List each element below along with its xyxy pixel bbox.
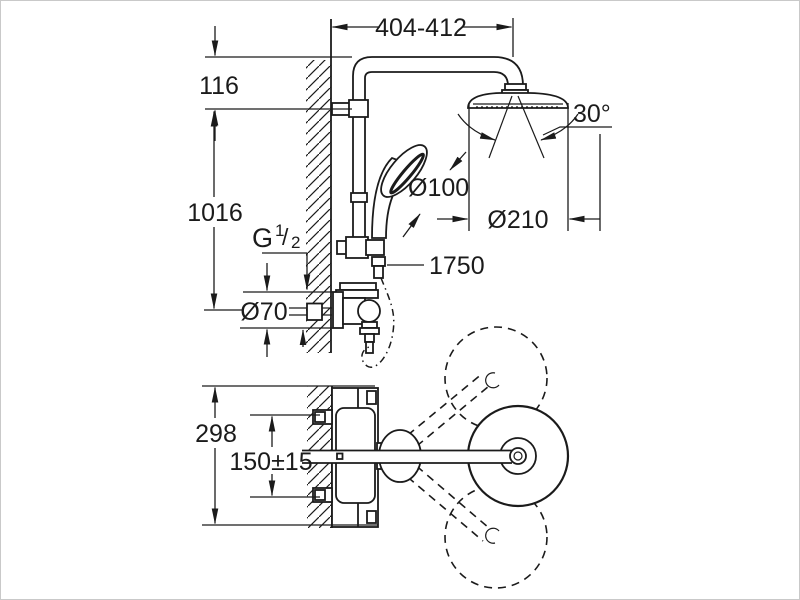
dashed-arm-lower-line-2 bbox=[405, 456, 490, 529]
arm-end-hook-lower bbox=[485, 527, 500, 544]
slider-block bbox=[345, 236, 369, 259]
hand-shower-assembly bbox=[336, 144, 428, 279]
hand-shower-holder bbox=[365, 239, 385, 256]
dim-label-width-range: 404-412 bbox=[375, 14, 467, 42]
thread-leader-line bbox=[262, 252, 311, 291]
diverter-ball bbox=[357, 299, 381, 323]
hose-connector-upper bbox=[371, 256, 386, 267]
dim-escutcheon-diameter: Ø70 bbox=[240, 263, 333, 357]
arm-axis-mark bbox=[336, 452, 344, 460]
dim-label-head-offset: 116 bbox=[199, 72, 239, 100]
dim-head-shower-diameter: Ø210 30° bbox=[437, 100, 612, 234]
spray-cone-left-line bbox=[488, 95, 513, 159]
side-elevation-view: 404-412 116 1016 G 1 / 2 bbox=[187, 14, 612, 368]
spray-cone-right-line bbox=[517, 95, 545, 159]
head-ball-joint-upper bbox=[504, 83, 527, 91]
shower-hose-loop bbox=[361, 277, 395, 368]
dim-riser-height: 1016 bbox=[187, 110, 243, 311]
hose-connector-nipple bbox=[373, 265, 384, 279]
outlet-tail bbox=[365, 341, 374, 354]
dim-label-mixer-height: 298 bbox=[195, 420, 237, 448]
inlet-nut-top bbox=[314, 411, 326, 423]
dim-label-swivel-angle: 30° bbox=[573, 100, 611, 128]
angle-leader-line bbox=[542, 126, 612, 136]
mixer-top-plate bbox=[339, 282, 377, 291]
swivel-arc-arrow-left bbox=[457, 113, 496, 141]
body-detail-bottom bbox=[366, 510, 377, 524]
dim-mixer-height: 298 bbox=[195, 385, 378, 526]
dim-label-inlet-spacing: 150±15 bbox=[229, 448, 312, 476]
arm-end-center bbox=[513, 451, 523, 461]
head-swivel-positions bbox=[396, 326, 548, 589]
dashed-arm-upper-line-1 bbox=[396, 372, 484, 445]
hand-shower-spray-face bbox=[389, 152, 425, 195]
dim-label-head-shower-diameter: Ø210 bbox=[487, 206, 548, 234]
dim-label-riser-height: 1016 bbox=[187, 199, 243, 227]
plan-view: 298 150±15 bbox=[195, 326, 570, 589]
hand-shower-head bbox=[380, 144, 428, 198]
dim-width-range: 404-412 bbox=[331, 14, 514, 57]
inlet-nut-bottom bbox=[314, 489, 326, 501]
dim-label-hand-shower-diameter: Ø100 bbox=[408, 174, 469, 202]
dim-head-offset: 116 bbox=[199, 26, 352, 141]
arm-end-cap bbox=[509, 447, 527, 465]
dim-arrow-lower bbox=[402, 213, 421, 238]
body-detail-top bbox=[366, 390, 377, 405]
dim-arrow-upper bbox=[449, 151, 467, 171]
dashed-position-circle-upper bbox=[444, 326, 548, 430]
swivel-arm-plan bbox=[302, 429, 527, 483]
dim-label-escutcheon-diameter: Ø70 bbox=[240, 298, 287, 326]
thread-size-text: G 1 / 2 bbox=[252, 221, 300, 253]
dashed-arm-upper-line-2 bbox=[405, 385, 490, 456]
arm-band-fill bbox=[302, 450, 512, 463]
diverter-mixer bbox=[332, 277, 395, 368]
arm-end-hook-upper bbox=[485, 372, 500, 389]
label-thread-size: G 1 / 2 bbox=[252, 221, 311, 347]
label-hose-length: 1750 bbox=[387, 252, 485, 280]
wall-escutcheon bbox=[332, 291, 344, 329]
dashed-arm-lower-line-1 bbox=[396, 467, 484, 542]
head-shower bbox=[457, 83, 579, 159]
dim-label-hose-length: 1750 bbox=[429, 252, 485, 280]
riser-coupling bbox=[350, 192, 368, 203]
head-shower-disc bbox=[467, 92, 569, 109]
dim-inlet-spacing: 150±15 bbox=[229, 414, 320, 498]
swivel-arc-arrow-right bbox=[540, 113, 579, 141]
supply-pipe-nut bbox=[306, 302, 323, 321]
dim-hand-shower-diameter: Ø100 bbox=[402, 151, 469, 238]
outlet-nipple bbox=[364, 333, 375, 343]
